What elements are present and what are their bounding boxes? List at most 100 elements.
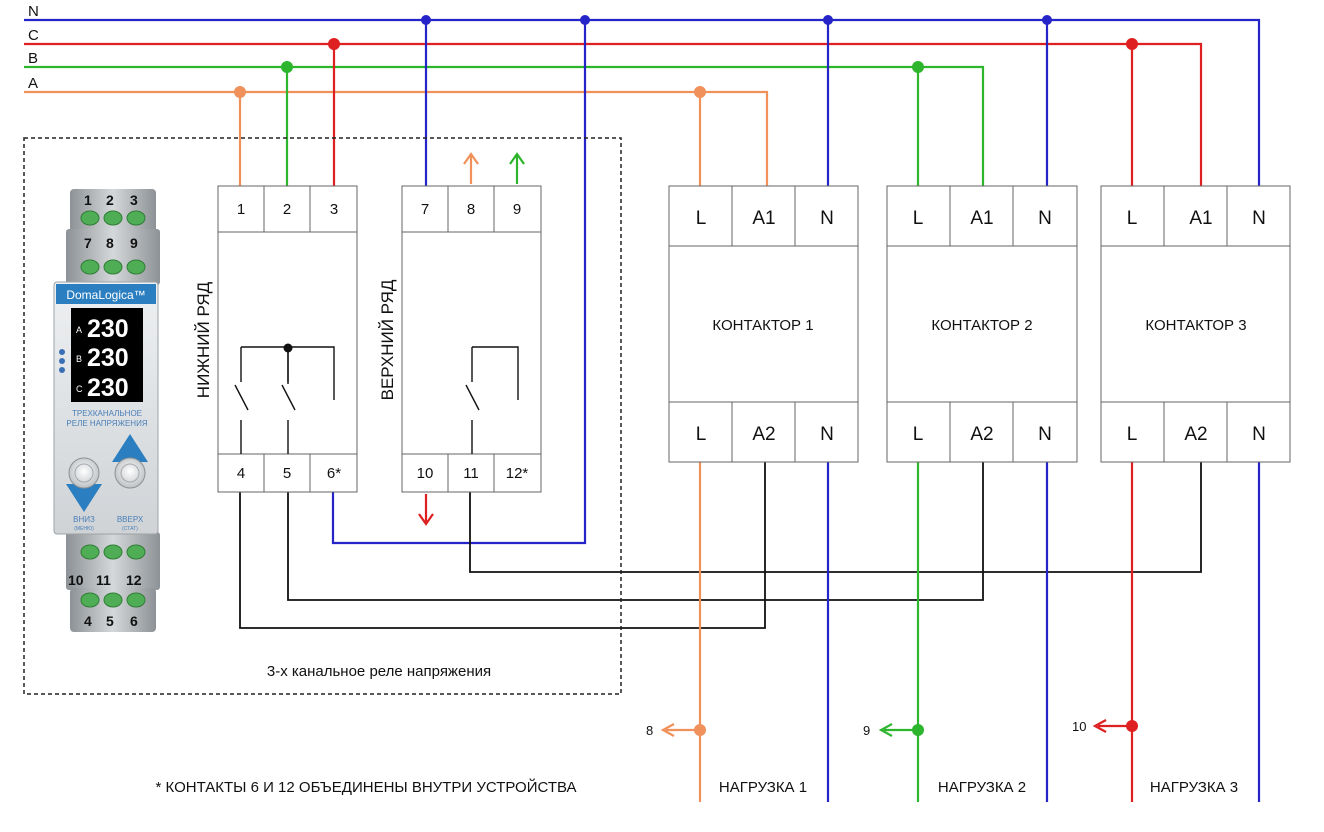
display-value-a: 230	[87, 315, 129, 343]
enclosure-caption: 3-х канальное реле напряжения	[267, 663, 491, 680]
up-button-arrow	[112, 434, 148, 462]
bus-label-n: N	[28, 3, 39, 20]
device-screw-low-2	[103, 544, 123, 560]
device-terminal-2: 2	[106, 192, 114, 208]
up-button	[114, 457, 146, 489]
control-wire-5-to-k2-a2	[287, 462, 984, 601]
voltage-relay-device: 1 2 3 7 8 9 10 11 12 4 5 6 DomaLogi	[53, 189, 160, 632]
junction-out-9	[912, 724, 924, 736]
device-terminal-9: 9	[130, 235, 138, 251]
contactor-3	[1100, 185, 1291, 463]
k1-top-a1: A1	[752, 208, 775, 229]
upper-terminal-7: 7	[421, 201, 429, 218]
bus-b-line	[24, 65, 985, 186]
output-marker-9: 9	[863, 723, 870, 738]
display-value-b: 230	[87, 344, 129, 372]
device-screw-top-1	[80, 210, 100, 226]
device-led-b	[59, 358, 65, 364]
down-button	[68, 457, 100, 489]
device-terminal-8: 8	[106, 235, 114, 251]
down-button-sublabel: (МЕНЮ)	[74, 526, 94, 532]
k2-top-l: L	[913, 208, 924, 229]
k3-name: КОНТАКТОР 3	[1145, 317, 1246, 334]
k3-bottom-a2: A2	[1184, 424, 1207, 445]
display-phase-a: A	[76, 325, 82, 335]
device-screw-bot-2	[103, 592, 123, 608]
device-screw-low-1	[80, 544, 100, 560]
device-terminal-7: 7	[84, 235, 92, 251]
device-terminal-5: 5	[106, 613, 114, 629]
bus-label-b: B	[28, 50, 38, 67]
k3-top-l: L	[1127, 208, 1138, 229]
device-screw-mid-2	[103, 259, 123, 275]
down-button-ring	[74, 463, 94, 483]
device-terminal-6: 6	[130, 613, 138, 629]
k2-name: КОНТАКТОР 2	[931, 317, 1032, 334]
device-display	[71, 308, 143, 402]
k2-bottom-l: L	[913, 424, 924, 445]
device-caption-2: РЕЛЕ НАПРЯЖЕНИЯ	[66, 419, 147, 428]
device-brand-bar	[56, 284, 156, 304]
k3-bottom-l: L	[1127, 424, 1138, 445]
k2-top-n: N	[1038, 208, 1052, 229]
device-terminal-1: 1	[84, 192, 92, 208]
up-button-sublabel: (СТАТ)	[122, 526, 138, 532]
down-button-arrow	[66, 484, 102, 512]
junction-b-2	[912, 61, 924, 73]
k1-bottom-l: L	[696, 424, 707, 445]
lower-terminal-2: 2	[283, 201, 291, 218]
device-terminal-10: 10	[68, 572, 84, 588]
k1-bottom-a2: A2	[752, 424, 775, 445]
bus-label-a: A	[28, 75, 38, 92]
lower-terminal-3: 3	[330, 201, 338, 218]
k1-name: КОНТАКТОР 1	[712, 317, 813, 334]
device-caption-1: ТРЕХКАНАЛЬНОЕ	[72, 409, 142, 418]
upper-terminal-10: 10	[417, 465, 434, 482]
lower-row-label: НИЖНИЙ РЯД	[194, 281, 213, 398]
junction-n-1	[421, 15, 431, 25]
load-1-label: НАГРУЗКА 1	[719, 779, 807, 796]
k1-top-l: L	[696, 208, 707, 229]
upper-row-label: ВЕРХНИЙ РЯД	[378, 279, 397, 400]
junction-c-1	[328, 38, 340, 50]
device-terminal-12: 12	[126, 572, 142, 588]
device-terminal-4: 4	[84, 613, 92, 629]
upper-terminal-11: 11	[463, 465, 479, 482]
junction-a-1	[234, 86, 246, 98]
down-button-label: ВНИЗ	[73, 515, 95, 524]
junction-n-2	[580, 15, 590, 25]
contactor-2	[886, 185, 1078, 463]
up-button-ring	[120, 463, 140, 483]
lower-terminal-5: 5	[283, 465, 291, 482]
device-screw-low-3	[126, 544, 146, 560]
upper-terminal-9: 9	[513, 201, 521, 218]
device-screw-top-2	[103, 210, 123, 226]
terminal-9-arrow	[509, 152, 525, 184]
load-3-label: НАГРУЗКА 3	[1150, 779, 1238, 796]
k3-bottom-n: N	[1252, 424, 1266, 445]
bus-c-line	[24, 42, 1203, 186]
device-screw-mid-1	[80, 259, 100, 275]
lower-terminal-4: 4	[237, 465, 245, 482]
contactor-1	[668, 185, 859, 463]
display-value-c: 230	[87, 374, 129, 402]
terminal-10-arrow	[418, 494, 434, 526]
bus-a-line	[24, 90, 769, 186]
k1-bottom-n: N	[820, 424, 834, 445]
device-brand-logo: DomaLogica™	[66, 288, 145, 302]
lower-terminal-6: 6*	[327, 465, 341, 482]
display-phase-c: C	[76, 384, 83, 394]
device-screw-mid-3	[126, 259, 146, 275]
device-terminal-3: 3	[130, 192, 138, 208]
device-screw-bot-3	[126, 592, 146, 608]
k1-top-n: N	[820, 208, 834, 229]
junction-c-2	[1126, 38, 1138, 50]
upper-row-relay	[401, 185, 542, 493]
k2-top-a1: A1	[970, 208, 993, 229]
terminal-8-arrow	[463, 152, 479, 184]
control-wire-11-to-k3-a2	[469, 462, 1202, 573]
device-terminal-11: 11	[96, 572, 111, 588]
k3-top-n: N	[1252, 208, 1266, 229]
k3-top-a1: A1	[1189, 208, 1212, 229]
